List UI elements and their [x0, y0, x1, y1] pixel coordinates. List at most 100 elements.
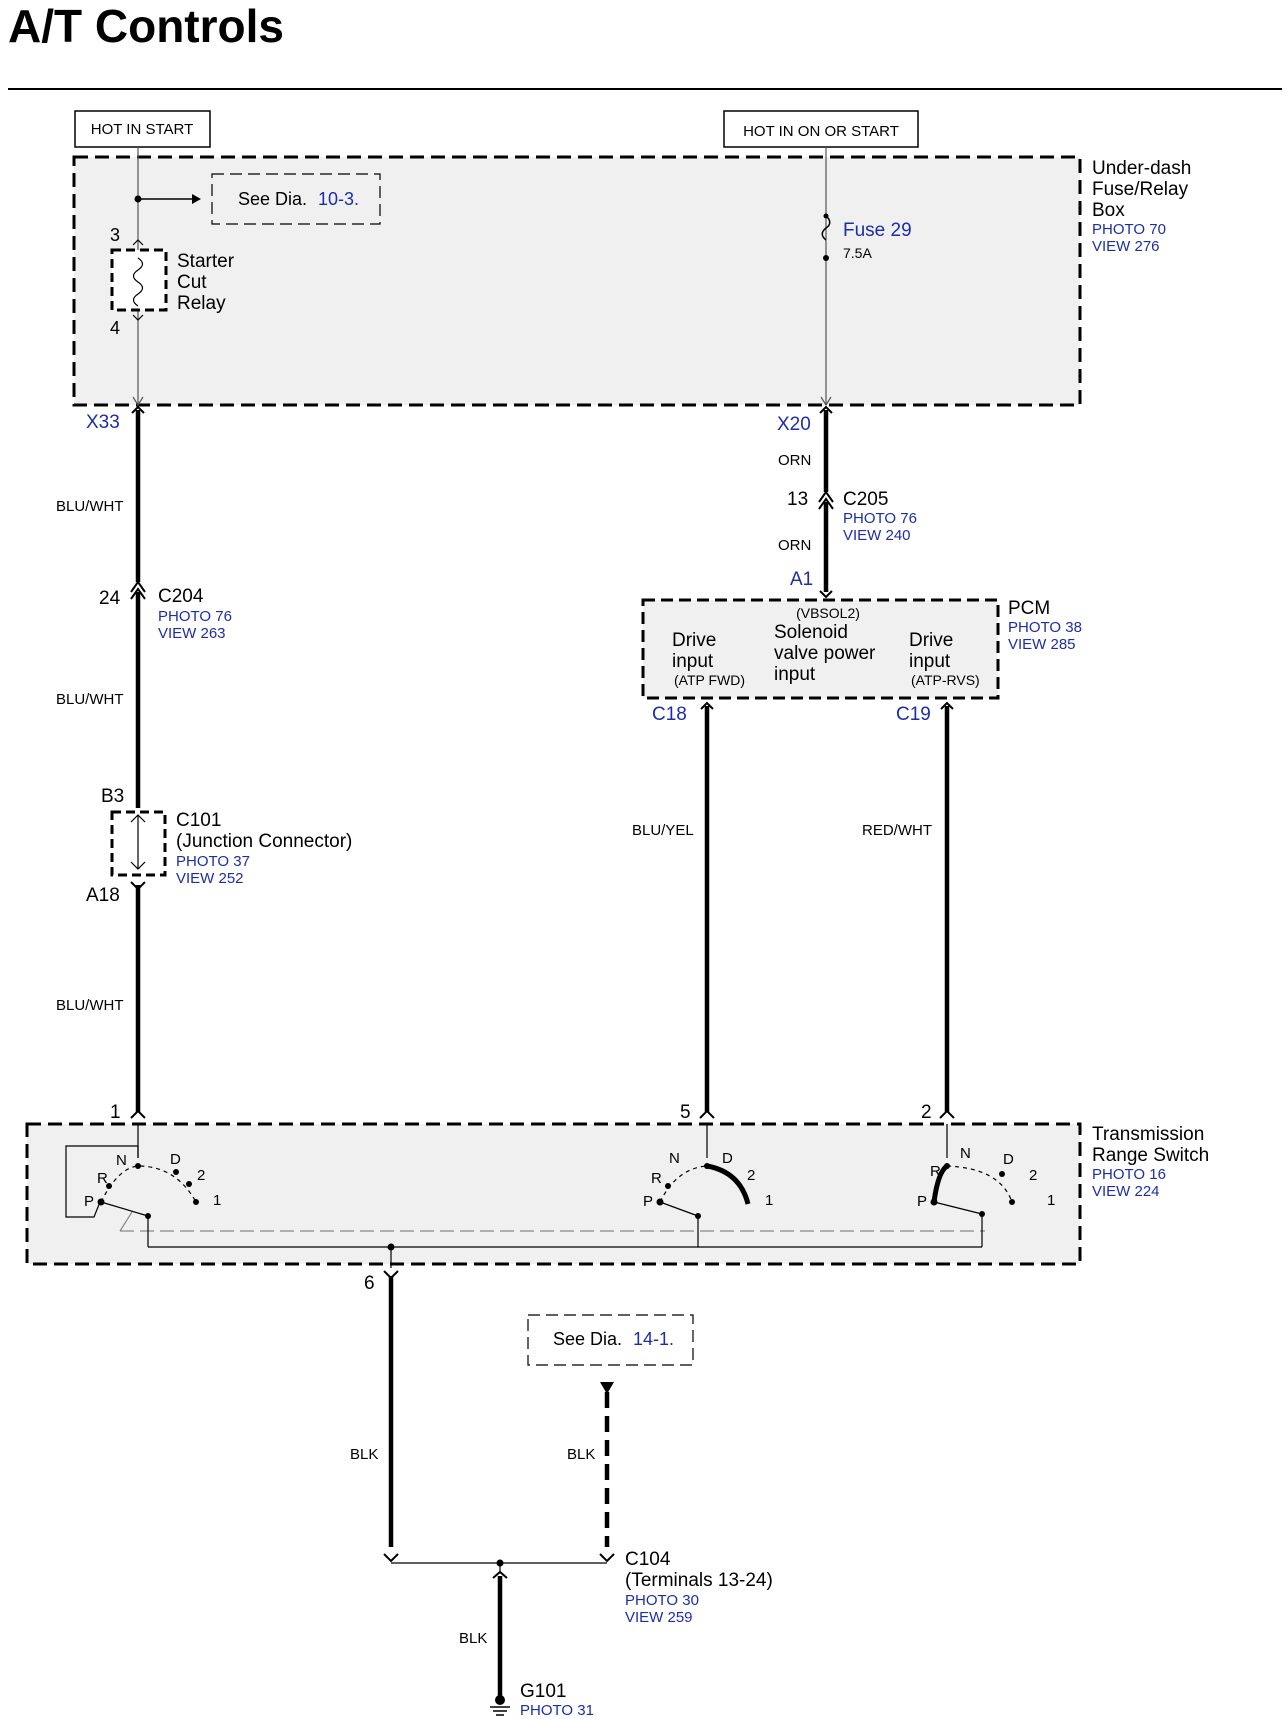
- wire-blu-wht-1: BLU/WHT: [56, 498, 124, 515]
- pcm-sol-2: valve power: [774, 643, 876, 664]
- pcm-photo-link[interactable]: PHOTO 38: [1008, 619, 1082, 636]
- c104-name: C104: [625, 1549, 671, 1570]
- see-dia-10-3-link[interactable]: 10-3.: [318, 189, 359, 209]
- fuse-29-label: Fuse 29: [843, 220, 912, 241]
- mid-pos-1: 1: [765, 1192, 773, 1209]
- left-pos-n: N: [116, 1152, 127, 1169]
- c101-pin-b3: B3: [101, 786, 124, 807]
- c104-photo-link[interactable]: PHOTO 30: [625, 1592, 699, 1609]
- svg-text:HOT IN ON OR START: HOT IN ON OR START: [743, 123, 899, 140]
- mid-pos-d: D: [722, 1150, 733, 1167]
- pcm-fwd-1: Drive: [672, 630, 716, 651]
- fuse-box-name-2: Fuse/Relay: [1092, 179, 1189, 200]
- pcm-signal-name: (VBSOL2): [796, 605, 860, 621]
- wire-blu-wht-2: BLU/WHT: [56, 691, 124, 708]
- pcm-sol-3: input: [774, 664, 816, 685]
- trs-pin-6: 6: [364, 1273, 375, 1294]
- mid-pos-n: N: [669, 1150, 680, 1167]
- c101-photo-link[interactable]: PHOTO 37: [176, 853, 250, 870]
- fuse-box-photo-link[interactable]: PHOTO 70: [1092, 221, 1166, 238]
- wire-blu-yel: BLU/YEL: [632, 822, 694, 839]
- wire-blk-1: BLK: [350, 1446, 378, 1463]
- terminal-x20: X20: [777, 414, 811, 435]
- right-pos-2: 2: [1029, 1167, 1037, 1184]
- mid-pos-p: P: [643, 1193, 653, 1210]
- page-title: A/T Controls: [8, 0, 284, 52]
- left-harness: X33 BLU/WHT 24 C204 PHOTO 76 VIEW 263 BL…: [56, 405, 352, 1123]
- right-pos-n: N: [960, 1145, 971, 1162]
- fuse-relay-box: See Dia. 10-3. 3 4 Starter Cut Relay Fus…: [72, 147, 1191, 407]
- c204-photo-link[interactable]: PHOTO 76: [158, 608, 232, 625]
- c204-name: C204: [158, 586, 204, 607]
- fuse-box-name-3: Box: [1092, 200, 1125, 221]
- c204-pin: 24: [99, 588, 121, 609]
- c101-name: C101: [176, 810, 221, 831]
- left-pos-p: P: [84, 1193, 94, 1210]
- c204-view-link[interactable]: VIEW 263: [158, 625, 226, 642]
- c101-view-link[interactable]: VIEW 252: [176, 870, 244, 887]
- right-pos-r: R: [930, 1163, 941, 1180]
- relay-name-2: Cut: [177, 272, 207, 293]
- see-dia-14-label: See Dia.: [553, 1329, 622, 1349]
- hot-in-on-or-start-label: HOT IN ON OR START: [723, 110, 919, 148]
- pcm-fwd-2: input: [672, 651, 714, 672]
- c104-view-link[interactable]: VIEW 259: [625, 1609, 693, 1626]
- relay-name-3: Relay: [177, 293, 226, 314]
- c101-pin-a18: A18: [86, 885, 120, 906]
- g101-photo-link[interactable]: PHOTO 31: [520, 1702, 594, 1719]
- trs-pin-1: 1: [110, 1102, 121, 1123]
- terminal-c19: C19: [896, 704, 931, 725]
- c104-desc: (Terminals 13-24): [625, 1570, 773, 1591]
- terminal-x33: X33: [86, 412, 120, 433]
- left-pos-1: 1: [213, 1192, 221, 1209]
- right-pos-1: 1: [1047, 1192, 1055, 1209]
- relay-pin-4: 4: [110, 318, 120, 338]
- ground-harness: 6 BLK See Dia. 14-1. BLK C104 (Terminals…: [350, 1270, 773, 1719]
- fuse-box-view-link[interactable]: VIEW 276: [1092, 238, 1160, 255]
- terminal-c18: C18: [652, 704, 687, 725]
- fuse-29-rating: 7.5A: [843, 245, 872, 261]
- fuse-box-name-1: Under-dash: [1092, 158, 1191, 179]
- left-pos-r: R: [97, 1170, 108, 1187]
- pcm-output-harness: C18 BLU/YEL 5 C19 RED/WHT 2: [632, 701, 955, 1123]
- wire-blk-2: BLK: [567, 1446, 595, 1463]
- pcm-rvs-1: Drive: [909, 630, 953, 651]
- ground-icon: [495, 1695, 505, 1705]
- relay-pin-3: 3: [110, 225, 120, 245]
- wire-red-wht: RED/WHT: [862, 822, 932, 839]
- svg-text:HOT IN START: HOT IN START: [91, 121, 194, 138]
- see-dia-label: See Dia.: [238, 189, 307, 209]
- pcm-rvs-3: (ATP-RVS): [911, 672, 980, 688]
- pcm-rvs-2: input: [909, 651, 951, 672]
- hot-in-start-label: HOT IN START: [74, 110, 211, 148]
- mid-pos-r: R: [651, 1170, 662, 1187]
- right-pos-p: P: [917, 1193, 927, 1210]
- trs-pin-5: 5: [680, 1102, 691, 1123]
- wire-blu-wht-3: BLU/WHT: [56, 997, 124, 1014]
- c101-desc: (Junction Connector): [176, 831, 352, 852]
- pcm-box: (VBSOL2) Solenoid valve power input Driv…: [641, 598, 1082, 700]
- c205-photo-link[interactable]: PHOTO 76: [843, 510, 917, 527]
- pcm-power-harness: X20 ORN 13 C205 PHOTO 76 VIEW 240 ORN A1: [777, 405, 917, 599]
- c205-view-link[interactable]: VIEW 240: [843, 527, 911, 544]
- wire-blk-3: BLK: [459, 1630, 487, 1647]
- left-pos-2: 2: [197, 1167, 205, 1184]
- trs-photo-link[interactable]: PHOTO 16: [1092, 1166, 1166, 1183]
- wire-orn-2: ORN: [778, 537, 811, 554]
- g101-name: G101: [520, 1681, 566, 1702]
- wire-orn-1: ORN: [778, 452, 811, 469]
- see-dia-14-1-link[interactable]: 14-1.: [633, 1329, 674, 1349]
- left-pos-d: D: [170, 1151, 181, 1168]
- trs-name-1: Transmission: [1092, 1124, 1204, 1145]
- pcm-fwd-3: (ATP FWD): [674, 672, 745, 688]
- c205-name: C205: [843, 489, 888, 510]
- trs-pin-2: 2: [921, 1102, 932, 1123]
- mid-pos-2: 2: [747, 1167, 755, 1184]
- trs-view-link[interactable]: VIEW 224: [1092, 1183, 1160, 1200]
- terminal-a1: A1: [790, 569, 813, 590]
- trs-name-2: Range Switch: [1092, 1145, 1209, 1166]
- c205-pin: 13: [787, 489, 808, 510]
- pcm-view-link[interactable]: VIEW 285: [1008, 636, 1076, 653]
- pcm-name: PCM: [1008, 598, 1050, 619]
